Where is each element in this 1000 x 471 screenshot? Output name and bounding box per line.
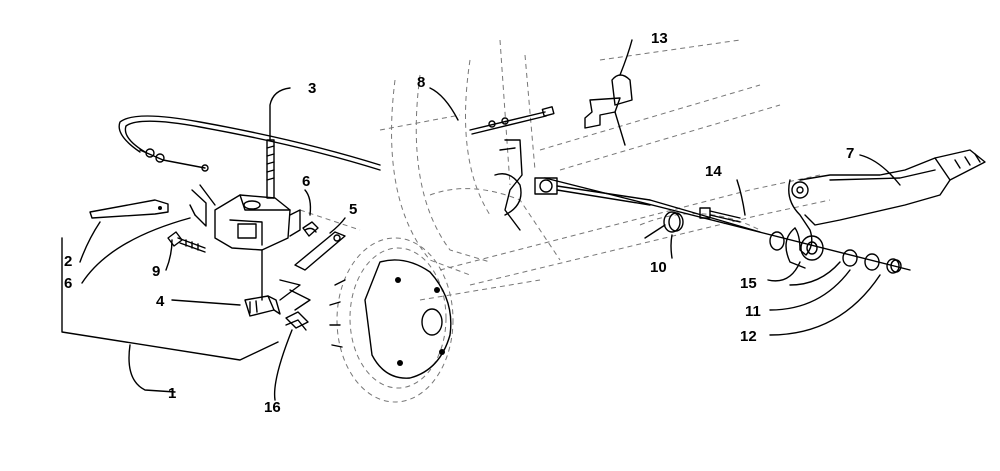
- brake-pedal-part-7: [785, 149, 986, 269]
- callout-4: 4: [156, 293, 165, 310]
- clip-part-6: [302, 221, 319, 237]
- callout-15: 15: [740, 275, 757, 292]
- bracket-outline-1: [61, 237, 279, 393]
- frame-ghost: [299, 39, 831, 301]
- pivot-shaft: [544, 177, 911, 271]
- callout-10: 10: [650, 259, 667, 276]
- callout-1: 1: [168, 385, 176, 402]
- callout-3: 3: [308, 80, 316, 97]
- explode-lines: [189, 184, 311, 311]
- bracket-part-2: [89, 199, 169, 219]
- callout-6-upper: 6: [302, 173, 310, 190]
- callout-16: 16: [264, 399, 281, 416]
- brake-cable: [118, 115, 381, 172]
- callout-13: 13: [651, 30, 668, 47]
- brake-caliper: [191, 189, 301, 251]
- bolt-part-3: [266, 139, 275, 199]
- callout-14: 14: [705, 163, 722, 180]
- callout-6-lower: 6: [64, 275, 72, 292]
- callout-5: 5: [349, 201, 357, 218]
- callout-7: 7: [846, 145, 854, 162]
- bolt-part-14: [699, 207, 741, 223]
- brake-disc: [329, 237, 454, 403]
- pad-part-4: [244, 295, 281, 317]
- callout-12: 12: [740, 328, 757, 345]
- leader-lines: [79, 39, 901, 401]
- bolt-part-9: [167, 231, 206, 253]
- shim-part-16: [285, 311, 309, 331]
- callout-2: 2: [64, 253, 72, 270]
- cable-part-8: [469, 106, 555, 135]
- plate-part-5: [294, 231, 346, 271]
- spring-part-10: [644, 211, 684, 239]
- callout-labels: 1 2 3 4 5 6 6 7 8 9 10 11 12 13 14 15 16: [64, 30, 854, 416]
- pedal-bushings: [769, 231, 902, 274]
- callout-9: 9: [152, 263, 160, 280]
- callout-8: 8: [417, 74, 425, 91]
- callout-11: 11: [745, 303, 761, 320]
- bracket-part-13: [584, 74, 633, 146]
